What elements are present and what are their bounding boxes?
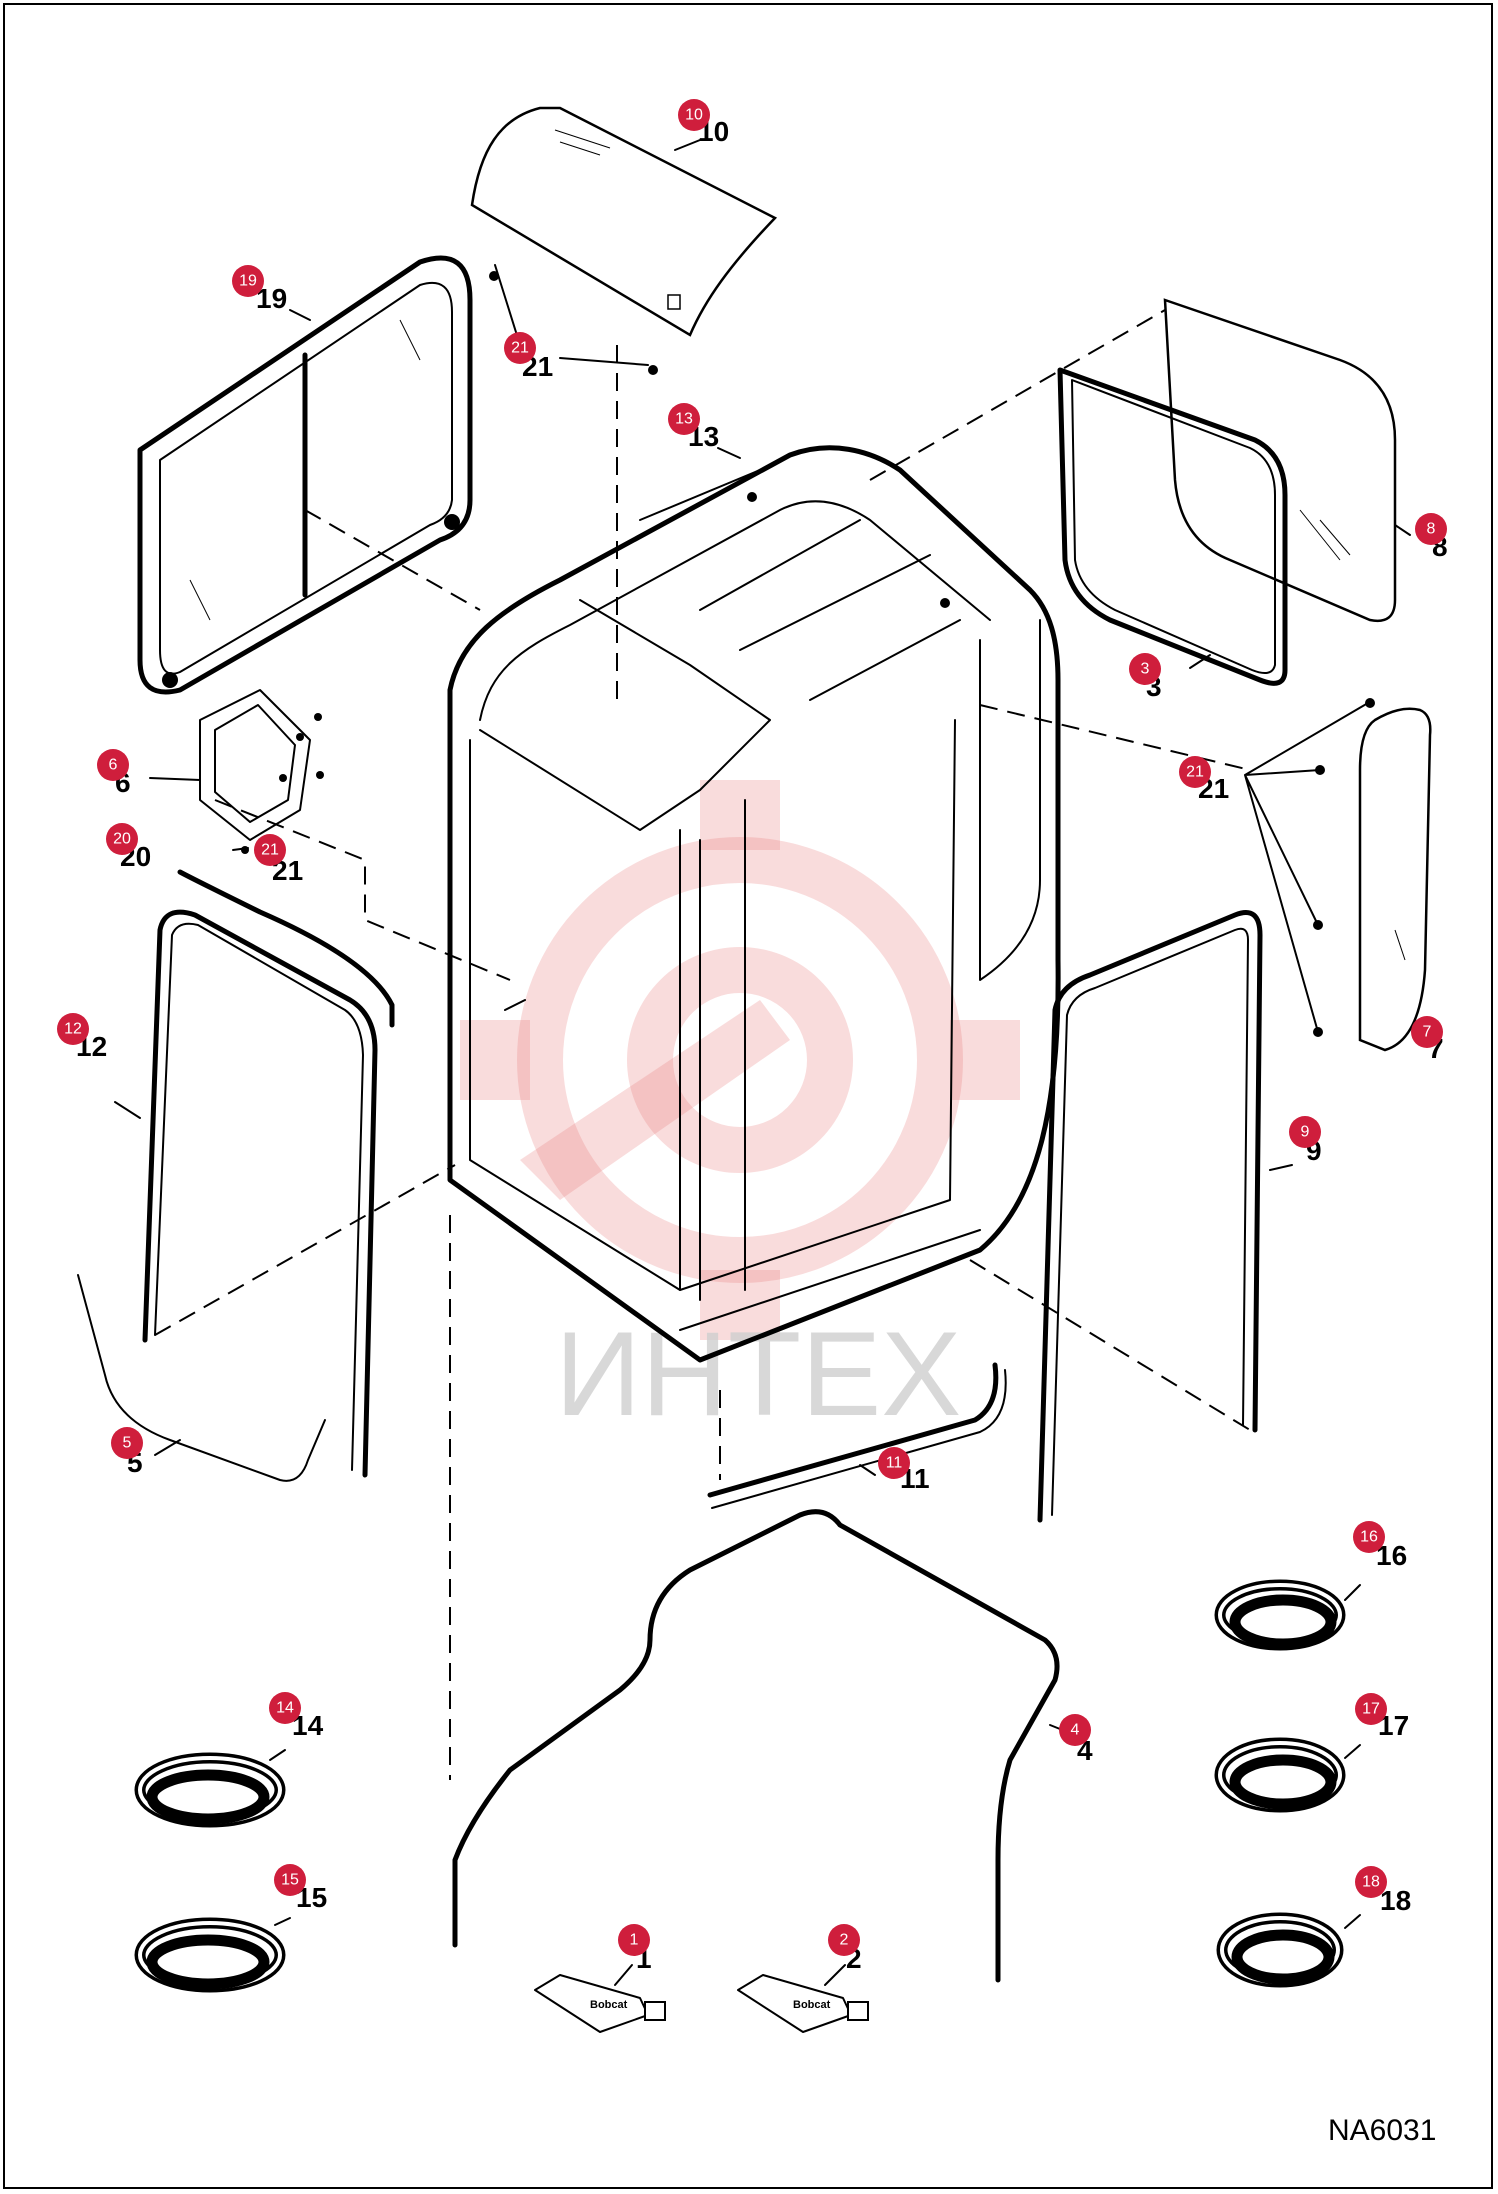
callout-20-badge: 20 [113, 831, 131, 848]
callout-17-badge: 17 [1362, 1701, 1380, 1718]
door-seal-part-12 [142, 909, 378, 1478]
right-front-glass-part-7 [1244, 698, 1432, 1052]
callout-1[interactable]: 1 1 [618, 1924, 652, 1974]
callout-11-badge: 11 [886, 1455, 903, 1472]
door-seal-part-9 [1037, 910, 1263, 1523]
callout-18[interactable]: 18 18 [1355, 1866, 1411, 1916]
adhesive-tube-part-1: Bobcat [534, 1974, 666, 2033]
right-rear-glass-part-8 [1163, 298, 1397, 623]
seal-coil-part-16 [1214, 1579, 1346, 1651]
assembly-dashed-lines [154, 309, 1251, 1780]
callout-3[interactable]: 3 3 [1129, 653, 1162, 702]
callout-11[interactable]: 11 11 [878, 1447, 930, 1494]
callout-9[interactable]: 9 9 [1289, 1116, 1322, 1166]
callout-19[interactable]: 19 19 [232, 265, 287, 314]
callout-18-badge: 18 [1362, 1874, 1380, 1891]
watermark-gear-logo [460, 780, 1020, 1340]
callout-14[interactable]: 14 14 [269, 1692, 324, 1741]
callout-12-badge: 12 [64, 1021, 82, 1038]
callout-7[interactable]: 7 7 [1411, 1016, 1444, 1064]
seal-coil-part-15 [134, 1917, 286, 1993]
bottom-strip-part-11 [707, 1362, 1007, 1509]
callout-18-number: 18 [1380, 1885, 1411, 1916]
callout-2-badge: 2 [840, 1932, 849, 1949]
callout-21-top[interactable]: 21 21 [504, 332, 553, 382]
adhesive-tube-part-2: Bobcat [737, 1974, 869, 2033]
tube-brand-label: Bobcat [793, 1999, 831, 2011]
callout-20[interactable]: 20 20 [106, 823, 151, 872]
callout-4[interactable]: 4 4 [1059, 1714, 1093, 1766]
callout-17[interactable]: 17 17 [1355, 1693, 1409, 1741]
callout-10[interactable]: 10 10 [678, 99, 729, 147]
callout-12[interactable]: 12 12 [57, 1013, 107, 1062]
callout-10-badge: 10 [685, 107, 703, 124]
callout-19-badge: 19 [239, 273, 257, 290]
seal-coil-part-18 [1216, 1912, 1344, 1988]
callout-21-top-badge: 21 [511, 340, 529, 357]
callout-8[interactable]: 8 8 [1415, 513, 1448, 562]
callout-15-badge: 15 [281, 1872, 299, 1889]
tube-brand-label: Bobcat [590, 1999, 628, 2011]
callout-15[interactable]: 15 15 [274, 1864, 327, 1913]
seal-coil-part-14 [134, 1752, 286, 1828]
callout-6[interactable]: 6 6 [97, 749, 131, 798]
callout-14-badge: 14 [276, 1700, 294, 1717]
callout-leaders [114, 139, 1411, 1986]
sliding-window-part-19 [137, 255, 473, 695]
watermark-text: ИНТЕХ [555, 1307, 961, 1441]
seal-strip-part-20 [177, 869, 395, 1028]
roof-glass-part-10 [470, 106, 778, 375]
callout-21-left[interactable]: 21 21 [254, 834, 303, 886]
seal-part-3 [1057, 367, 1288, 686]
callout-13-badge: 13 [675, 411, 693, 428]
seal-coil-part-17 [1214, 1737, 1346, 1813]
callout-5[interactable]: 5 5 [111, 1427, 143, 1478]
callout-5-badge: 5 [123, 1435, 132, 1452]
callout-3-badge: 3 [1141, 661, 1150, 678]
callout-13[interactable]: 13 13 [668, 403, 719, 452]
callout-16-badge: 16 [1360, 1529, 1378, 1546]
callout-16[interactable]: 16 16 [1353, 1521, 1407, 1571]
callout-21-right[interactable]: 21 21 [1179, 756, 1229, 804]
lower-seal-part-5 [77, 1274, 326, 1482]
callout-7-badge: 7 [1423, 1024, 1432, 1041]
callout-2[interactable]: 2 2 [828, 1924, 862, 1974]
callout-1-badge: 1 [630, 1932, 639, 1949]
callout-6-badge: 6 [109, 757, 118, 774]
large-seal-part-4 [452, 1509, 1060, 1983]
drawing-code: NA6031 [1328, 2114, 1436, 2147]
callout-9-badge: 9 [1301, 1124, 1310, 1141]
callout-8-badge: 8 [1427, 521, 1436, 538]
bracket-part-6 [199, 689, 324, 854]
callout-21-left-badge: 21 [261, 842, 279, 859]
callout-4-badge: 4 [1071, 1722, 1080, 1739]
callout-21-right-badge: 21 [1186, 764, 1204, 781]
cab-frame-part-13 [447, 445, 1061, 1363]
